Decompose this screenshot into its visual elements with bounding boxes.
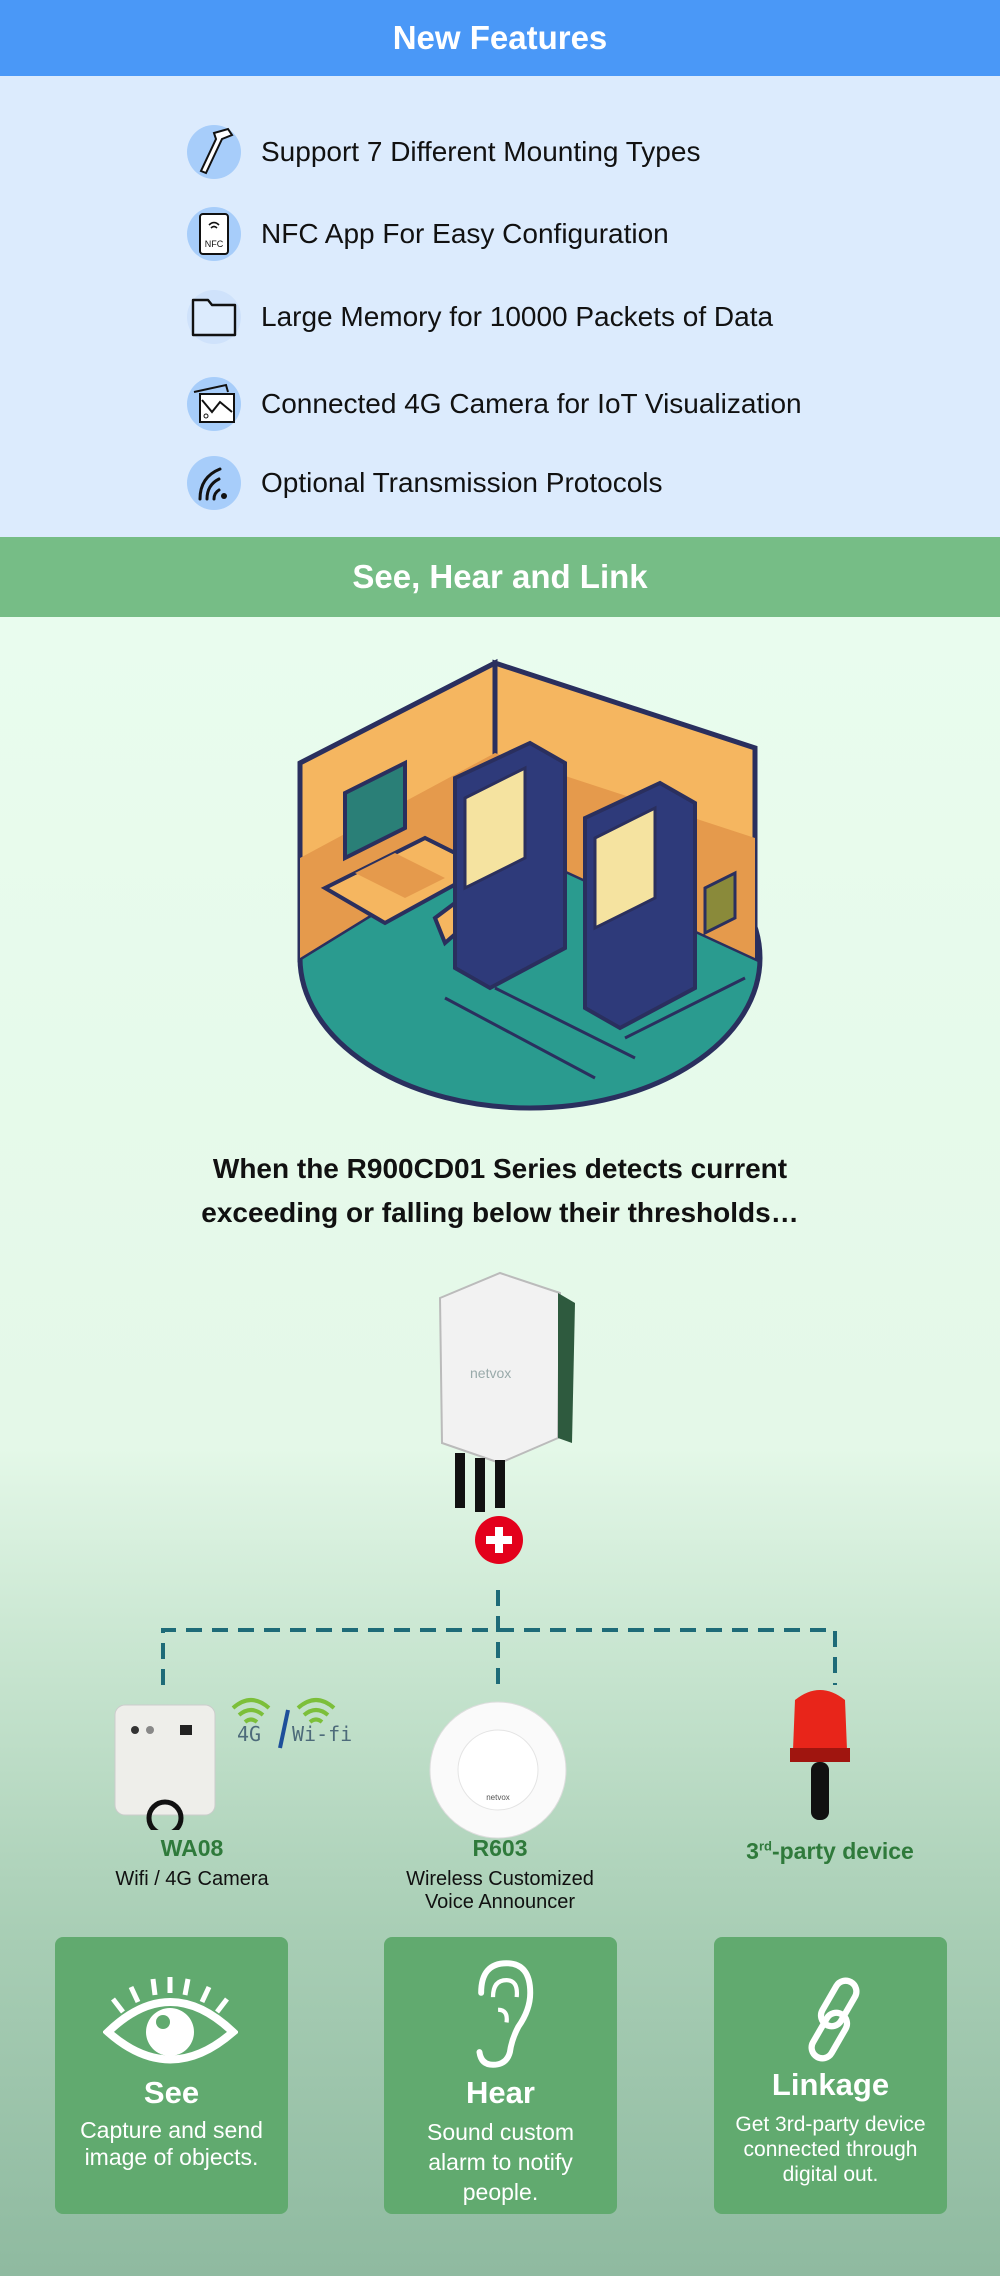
svg-text:NFC: NFC xyxy=(205,239,224,249)
r603-desc-line-2: Voice Announcer xyxy=(424,1891,576,1913)
third-party-suffix: -party device xyxy=(771,1838,914,1864)
card-linkage: Linkage Get 3rd-party device connected t… xyxy=(714,1937,947,2214)
wa08-label: WA08 xyxy=(160,1835,224,1861)
card-hear-desc: Sound custom alarm to notify people. xyxy=(426,2119,575,2205)
eye-icon xyxy=(103,1977,238,2064)
badge-4g: 4G xyxy=(237,1722,262,1746)
card-hear-title: Hear xyxy=(466,2075,535,2110)
link-icon xyxy=(808,1977,860,2062)
image-icon xyxy=(187,377,241,431)
r603-announcer-image: netvox xyxy=(429,1701,567,1839)
strobe-light-image xyxy=(790,1690,850,1820)
feature-text: Support 7 Different Mounting Types xyxy=(261,136,701,167)
new-features-header: New Features xyxy=(0,0,1000,76)
r603-desc-line-1: Wireless Customized xyxy=(406,1868,594,1890)
feature-text: Connected 4G Camera for IoT Visualizatio… xyxy=(261,388,802,419)
see-hear-link-title: See, Hear and Link xyxy=(352,558,648,595)
wifi-4g-icon xyxy=(231,1698,336,1749)
third-party-sup: rd xyxy=(758,1838,772,1854)
feature-item: Support 7 Different Mounting Types xyxy=(187,125,700,179)
feature-item: Large Memory for 10000 Packets of Data xyxy=(187,290,773,344)
feature-item: Optional Transmission Protocols xyxy=(187,456,663,510)
new-features-title: New Features xyxy=(392,19,608,56)
feature-text: NFC App For Easy Configuration xyxy=(261,218,669,249)
feature-item: NFC NFC App For Easy Configuration xyxy=(187,207,669,261)
third-party-label: 3rd-party device xyxy=(700,1838,960,1865)
wa08-camera-image xyxy=(114,1704,216,1830)
card-linkage-title: Linkage xyxy=(771,2067,890,2102)
card-see-desc: Capture and send image of objects. xyxy=(80,2117,263,2170)
factory-room-illustration xyxy=(297,658,763,1111)
third-party-prefix: 3 xyxy=(746,1838,759,1864)
badge-wifi: Wi-fi xyxy=(292,1722,353,1746)
svg-text:netvox: netvox xyxy=(486,1793,510,1802)
feature-item: Connected 4G Camera for IoT Visualizatio… xyxy=(187,377,802,431)
hammer-icon xyxy=(187,125,241,179)
feature-text: Large Memory for 10000 Packets of Data xyxy=(261,301,774,332)
feature-text: Optional Transmission Protocols xyxy=(261,467,663,498)
device-brand: netvox xyxy=(470,1365,511,1381)
ear-icon xyxy=(476,1960,534,2068)
see-hear-link-header: See, Hear and Link xyxy=(0,537,1000,617)
wa08-desc: Wifi / 4G Camera xyxy=(115,1868,269,1890)
r603-label: R603 xyxy=(472,1835,528,1861)
features-section: Support 7 Different Mounting Types NFC N… xyxy=(0,76,1000,537)
signal-icon xyxy=(187,456,241,510)
card-see-title: See xyxy=(143,2075,200,2110)
card-hear: Hear Sound custom alarm to notify people… xyxy=(384,1937,617,2214)
r900cd01-device-image: netvox xyxy=(438,1271,575,1512)
card-linkage-desc: Get 3rd-party device connected through d… xyxy=(735,2113,926,2186)
connection-dashed-lines xyxy=(161,1590,837,1685)
claim-line-1: When the R900CD01 Series detects current xyxy=(212,1153,788,1184)
claim-line-2: exceeding or falling below their thresho… xyxy=(201,1197,799,1228)
nfc-icon: NFC xyxy=(187,207,241,261)
folder-icon xyxy=(187,290,241,344)
plus-icon xyxy=(475,1516,523,1564)
card-see: See Capture and send image of objects. xyxy=(55,1937,288,2214)
